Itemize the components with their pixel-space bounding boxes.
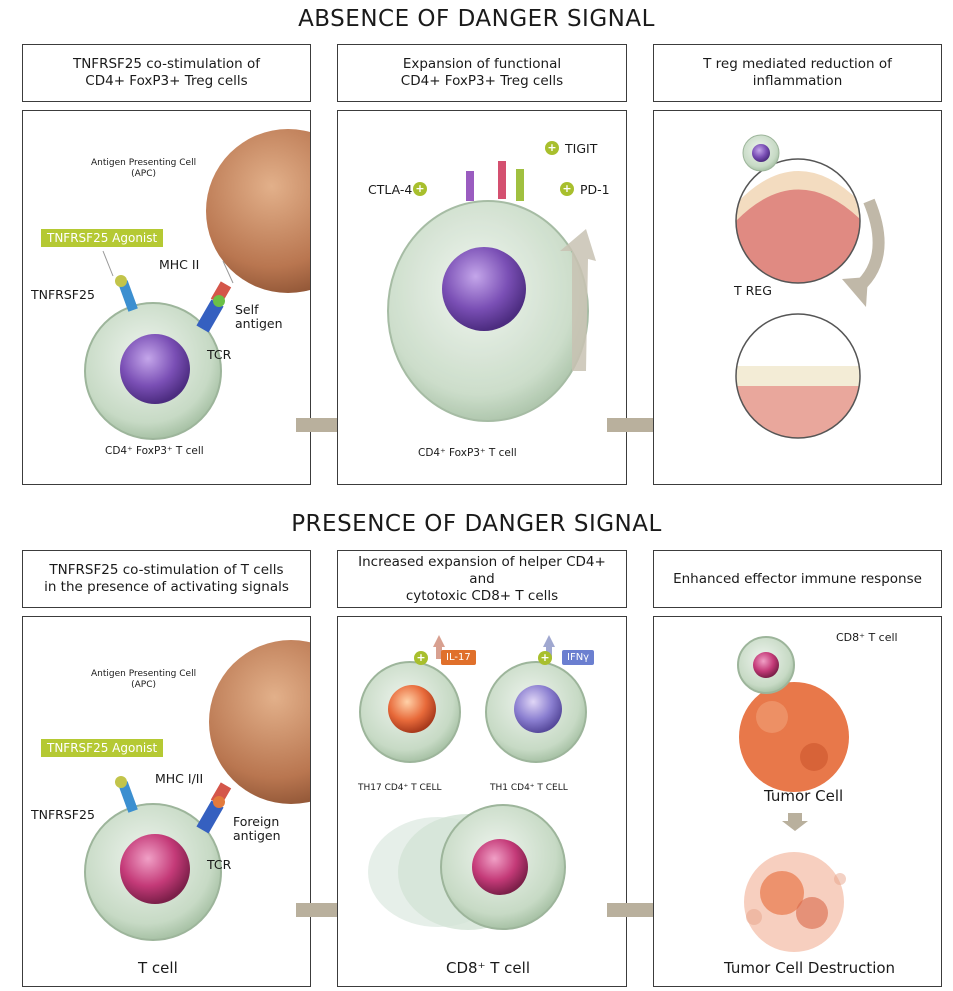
header-a2: Expansion of functional CD4+ FoxP3+ Treg… <box>337 44 627 102</box>
panel-a3-art <box>654 111 942 485</box>
presence-title: PRESENCE OF DANGER SIGNAL <box>0 511 953 537</box>
agonist-tag: TNFRSF25 Agonist <box>41 229 163 247</box>
antigen-label: Foreign antigen <box>233 815 281 843</box>
ifny-badge: IFNγ <box>562 650 594 665</box>
header-p2: Increased expansion of helper CD4+ and c… <box>337 550 627 608</box>
nucleus <box>120 834 190 904</box>
plus-icon: + <box>560 182 574 196</box>
header-p1: TNFRSF25 co-stimulation of T cells in th… <box>22 550 311 608</box>
nucleus <box>388 685 436 733</box>
header-p3: Enhanced effector immune response <box>653 550 942 608</box>
agonist-tag: TNFRSF25 Agonist <box>41 739 163 757</box>
tnfrsf25-label: TNFRSF25 <box>31 287 95 302</box>
nucleus <box>514 685 562 733</box>
nucleus <box>472 839 528 895</box>
tigit-receptor <box>498 161 506 199</box>
cell-label: CD4⁺ FoxP3⁺ T cell <box>418 447 517 459</box>
apc-cell <box>209 640 311 804</box>
ctla4-receptor <box>466 171 474 201</box>
down-arrow-icon <box>782 813 808 831</box>
panel-a2-art <box>338 111 627 485</box>
header-a1: TNFRSF25 co-stimulation of CD4+ FoxP3+ T… <box>22 44 311 102</box>
apc-cell <box>206 129 311 293</box>
tnfrsf25-label: TNFRSF25 <box>31 807 95 822</box>
antigen <box>213 295 225 307</box>
antigen <box>213 796 225 808</box>
plus-icon: + <box>414 651 428 665</box>
destruction-label: Tumor Cell Destruction <box>724 959 895 977</box>
pd1-receptor <box>516 169 524 201</box>
plus-icon: + <box>538 651 552 665</box>
ctla4-label: CTLA-4 <box>368 182 412 197</box>
panel-a1: Antigen Presenting Cell (APC) TNFRSF25 A… <box>22 110 311 485</box>
panel-p2-art <box>338 617 627 987</box>
tcr-label: TCR <box>207 347 231 362</box>
il17-badge: IL-17 <box>441 650 476 665</box>
panel-a3: T REG <box>653 110 942 485</box>
tumor-cell <box>739 682 849 792</box>
apc-label: Antigen Presenting Cell (APC) <box>91 158 196 180</box>
panel-a2: + TIGIT CTLA-4 + + PD-1 CD4⁺ FoxP3⁺ T ce… <box>337 110 627 485</box>
mhc-label: MHC I/II <box>155 771 203 786</box>
nucleus <box>753 652 779 678</box>
agonist-molecule <box>115 275 127 287</box>
cd8-label: CD8⁺ T cell <box>446 959 530 977</box>
th1-label: TH1 CD4⁺ T CELL <box>490 783 568 794</box>
antigen-label: Self antigen <box>235 303 283 331</box>
plus-icon: + <box>413 182 427 196</box>
panel-p3: CD8⁺ T cell Tumor Cell Tumor Cell Destru… <box>653 616 942 987</box>
cell-label: T cell <box>138 959 178 977</box>
tumor-label: Tumor Cell <box>764 787 843 805</box>
plus-icon: + <box>545 141 559 155</box>
header-a3: T reg mediated reduction of inflammation <box>653 44 942 102</box>
nucleus <box>442 247 526 331</box>
cd8-label: CD8⁺ T cell <box>836 631 898 644</box>
mhc-label: MHC II <box>159 257 199 272</box>
pd1-label: PD-1 <box>580 182 610 197</box>
tigit-label: TIGIT <box>565 141 597 156</box>
panel-p1: Antigen Presenting Cell (APC) TNFRSF25 A… <box>22 616 311 987</box>
nucleus <box>120 334 190 404</box>
panel-p2: + IL-17 + IFNγ TH17 CD4⁺ T CELL TH1 CD4⁺… <box>337 616 627 987</box>
absence-title: ABSENCE OF DANGER SIGNAL <box>0 6 953 32</box>
apc-label: Antigen Presenting Cell (APC) <box>91 669 196 691</box>
th17-label: TH17 CD4⁺ T CELL <box>358 783 442 794</box>
agonist-molecule <box>115 776 127 788</box>
cell-label: CD4⁺ FoxP3⁺ T cell <box>105 445 204 457</box>
tcr-label: TCR <box>207 857 231 872</box>
treg-label: T REG <box>734 283 772 298</box>
